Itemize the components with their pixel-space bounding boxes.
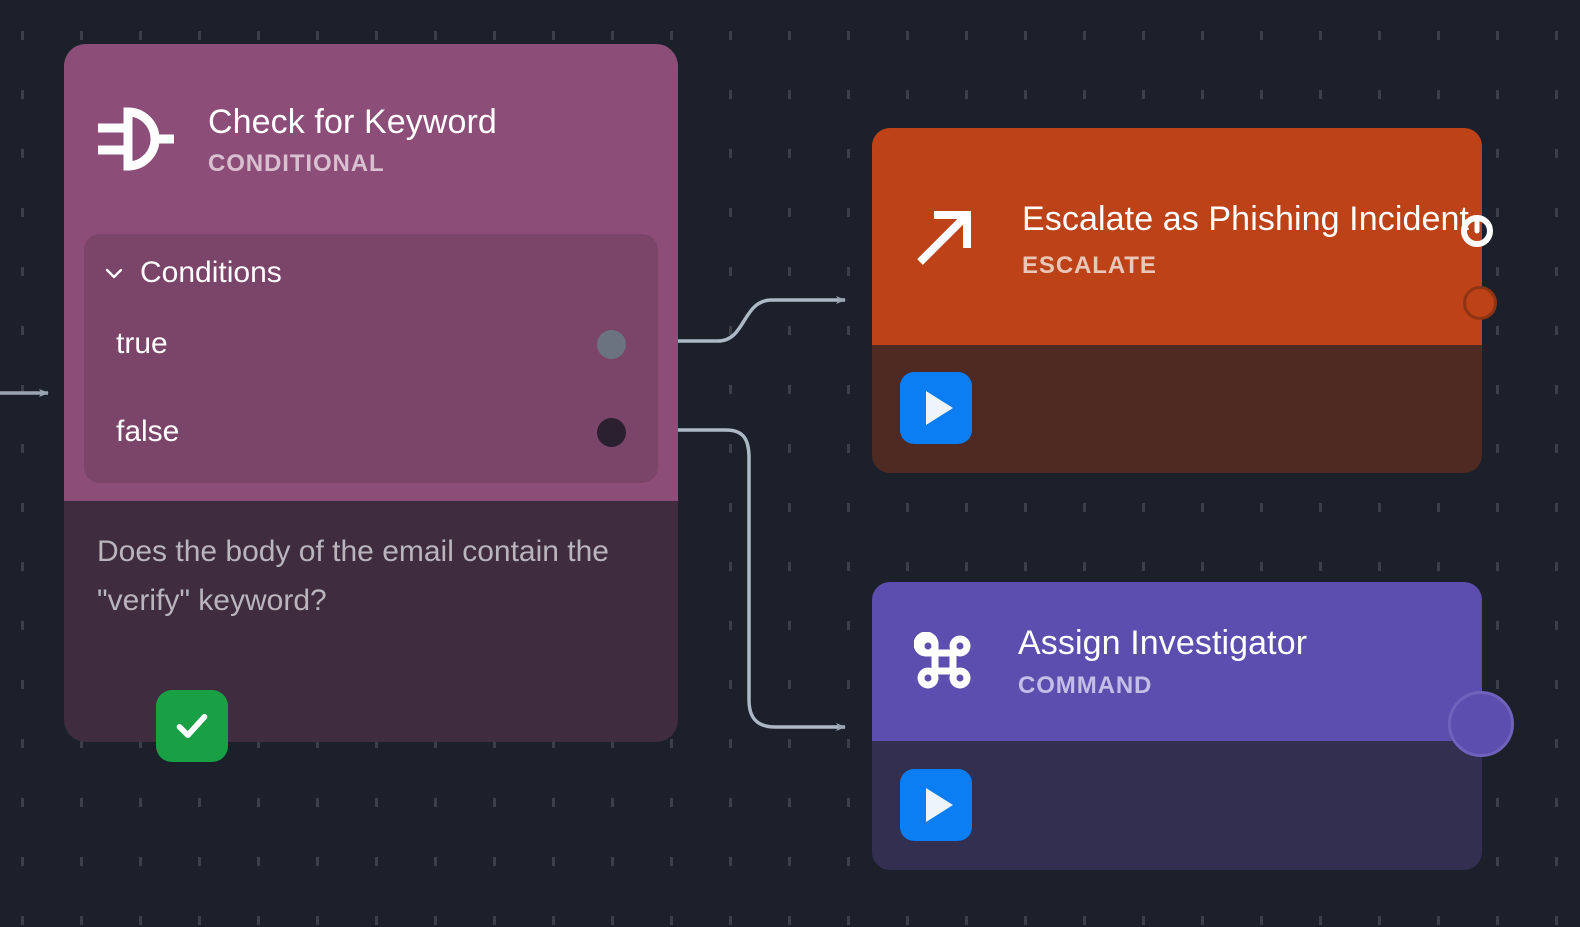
clock-icon <box>1461 215 1493 247</box>
conditional-header: Check for Keyword CONDITIONAL Conditions… <box>64 44 678 501</box>
run-button[interactable] <box>900 769 972 841</box>
condition-row-true[interactable]: true <box>116 327 626 361</box>
node-check-for-keyword[interactable]: Check for Keyword CONDITIONAL Conditions… <box>64 44 678 762</box>
conditions-header[interactable]: Conditions <box>84 234 658 290</box>
condition-row-false[interactable]: false <box>116 415 626 449</box>
node-assign-investigator[interactable]: Assign Investigator COMMAND <box>872 582 1514 870</box>
conditional-header-text: Check for Keyword CONDITIONAL <box>208 101 497 178</box>
command-icon <box>914 631 971 688</box>
output-port-false[interactable] <box>597 417 626 447</box>
condition-label-false: false <box>116 415 180 448</box>
node-description: Does the body of the email contain the "… <box>97 535 609 617</box>
command-header: Assign Investigator COMMAND <box>872 582 1482 741</box>
node-type-label: ESCALATE <box>1022 252 1157 279</box>
node-type-label: CONDITIONAL <box>208 149 385 177</box>
play-icon <box>925 788 953 822</box>
conditional-header-top: Check for Keyword CONDITIONAL <box>64 44 678 234</box>
output-port-command[interactable] <box>1448 691 1514 757</box>
conditions-label: Conditions <box>140 256 282 289</box>
status-badge-success[interactable] <box>156 690 228 762</box>
escalate-header: Escalate as Phishing Incident ESCALATE <box>872 128 1482 345</box>
output-port-escalate[interactable] <box>1463 286 1497 320</box>
chevron-down-icon[interactable] <box>102 261 126 285</box>
output-port-true[interactable] <box>597 329 626 359</box>
run-button[interactable] <box>900 372 972 444</box>
condition-label-true: true <box>116 327 168 360</box>
arrow-up-right-icon <box>917 210 971 265</box>
check-icon <box>176 714 208 738</box>
conditions-panel[interactable]: Conditions true false <box>84 234 658 483</box>
node-title: Escalate as Phishing Incident <box>1022 200 1470 238</box>
escalate-header-text: Escalate as Phishing Incident ESCALATE <box>1022 193 1469 280</box>
node-type-label: COMMAND <box>1018 672 1153 699</box>
node-title: Check for Keyword <box>208 102 497 141</box>
command-header-text: Assign Investigator COMMAND <box>1018 623 1307 700</box>
node-escalate-as-phishing-incident[interactable]: Escalate as Phishing Incident ESCALATE <box>872 128 1497 473</box>
edge-false-to-command <box>624 428 846 731</box>
node-title: Assign Investigator <box>1018 624 1308 662</box>
logic-gate-icon <box>98 107 174 171</box>
play-icon <box>925 391 953 425</box>
edge-true-to-escalate <box>624 296 846 343</box>
